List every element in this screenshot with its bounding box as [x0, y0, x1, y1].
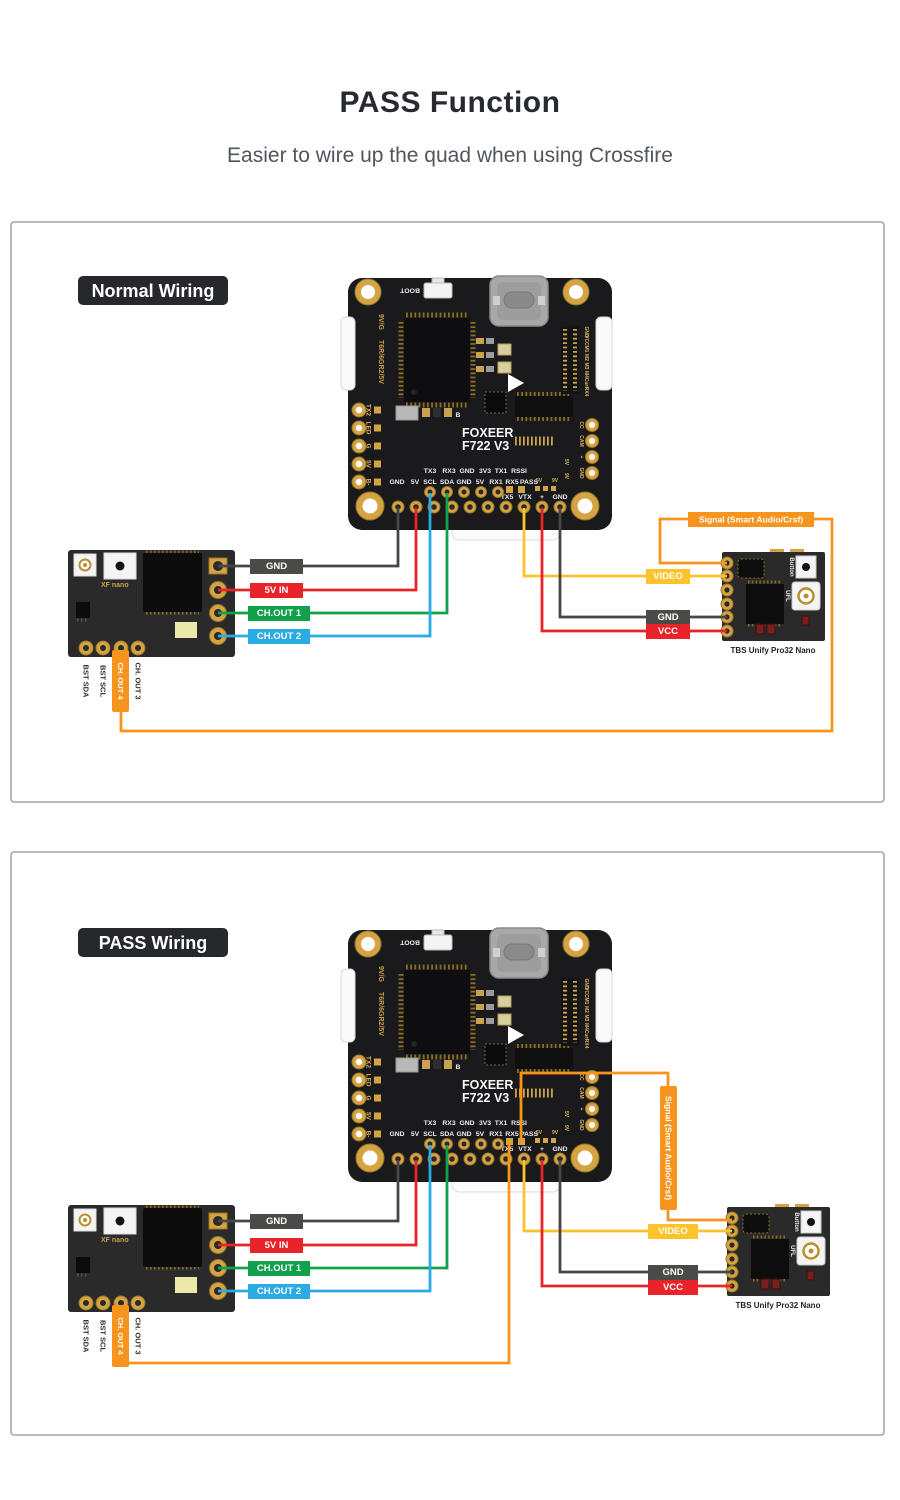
badge-vtx-gnd [648, 1265, 698, 1280]
wire-ch4-to-pass [119, 1142, 511, 1365]
badge-ch2-text: CH.OUT 2 [257, 631, 301, 642]
badge-signal [688, 512, 814, 527]
badge-vcc-text: VCC [663, 1282, 683, 1293]
badge-vcc [646, 624, 690, 639]
badge-gnd [250, 559, 303, 574]
badge-vtx-gnd [646, 610, 690, 625]
wire-pass-to-signal [519, 1071, 732, 1222]
fc-instance-1 [341, 276, 612, 540]
panel-1-wire-badges: GND 5V IN CH.OUT 1 CH.OUT 2 Signal (Smar… [248, 512, 814, 644]
wire-signal-orange [119, 517, 834, 733]
badge-ch2 [248, 1284, 310, 1299]
page-title: PASS Function [339, 86, 561, 119]
panel-normal-wiring: Normal Wiring GND 5V IN CH.OUT 1 CH.OUT … [10, 221, 885, 803]
badge-video-text: VIDEO [653, 571, 683, 582]
badge-5vin-text: 5V IN [265, 1240, 289, 1251]
panel-2-title-badge [78, 928, 228, 957]
vtx-instance-2 [724, 1202, 832, 1312]
panel-1-title-badge [78, 276, 228, 305]
panel-2-wire-badges: GND 5V IN CH.OUT 1 CH.OUT 2 Signal (Smar… [248, 1086, 698, 1299]
badge-video [646, 569, 690, 584]
badge-5vin-text: 5V IN [265, 585, 289, 596]
panel-1-title: Normal Wiring [92, 281, 215, 301]
badge-video-text: VIDEO [658, 1226, 688, 1237]
badge-ch1-text: CH.OUT 1 [257, 608, 302, 619]
badge-signal-vertical [660, 1086, 677, 1210]
badge-ch1 [248, 1261, 310, 1276]
badge-5vin [250, 1238, 303, 1253]
badge-gnd-text: GND [266, 1216, 287, 1227]
badge-vcc-text: VCC [658, 626, 678, 637]
badge-ch2 [248, 629, 310, 644]
badge-gnd-text: GND [266, 561, 287, 572]
badge-signal-text: Signal (Smart Audio/Crsf) [664, 1096, 674, 1200]
badge-signal-text: Signal (Smart Audio/Crsf) [699, 515, 803, 525]
panel-pass-wiring: PASS Wiring GND 5V IN CH.OUT 1 CH.OUT 2 [10, 851, 885, 1436]
panel-2-title: PASS Wiring [99, 933, 208, 953]
badge-ch1-text: CH.OUT 1 [257, 1263, 302, 1274]
badge-gnd [250, 1214, 303, 1229]
badge-ch1 [248, 606, 310, 621]
badge-vtx-gnd-text: GND [662, 1267, 683, 1278]
badge-vtx-gnd-text: GND [657, 612, 678, 623]
badge-video [648, 1224, 698, 1239]
vtx-instance-1 [719, 547, 827, 657]
badge-ch2-text: CH.OUT 2 [257, 1286, 301, 1297]
badge-5vin [250, 583, 303, 598]
badge-vcc [648, 1280, 698, 1295]
fc-instance-2 [341, 928, 612, 1192]
page-subtitle: Easier to wire up the quad when using Cr… [227, 144, 673, 167]
